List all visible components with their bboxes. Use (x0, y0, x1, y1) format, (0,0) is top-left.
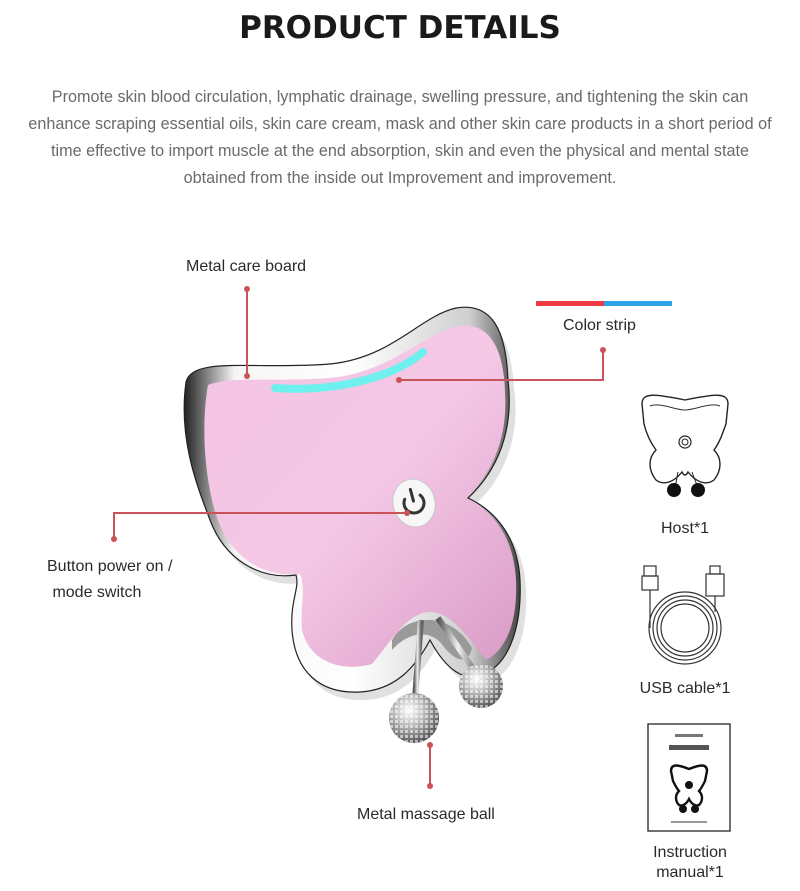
instruction-manual-icon (647, 723, 731, 832)
callout-line (602, 350, 604, 381)
color-strip-blue-swatch (604, 301, 672, 306)
callout-label-mode-switch: mode switch (48, 584, 142, 601)
callout-dot (427, 783, 433, 789)
callout-label-color-strip: Color strip (563, 317, 636, 334)
color-strip-red-swatch (536, 301, 604, 306)
callout-dot (111, 536, 117, 542)
usb-cable-icon (641, 565, 725, 665)
accessory-label-manual-line2: manual*1 (656, 864, 724, 881)
callout-dot (244, 373, 250, 379)
product-description: Promote skin blood circulation, lymphati… (28, 88, 772, 187)
accessory-label-host: Host*1 (660, 520, 710, 537)
callout-line (113, 512, 115, 539)
callout-label-metal-care-board: Metal care board (186, 258, 307, 275)
callout-line (429, 745, 431, 786)
callout-dot (404, 510, 410, 516)
callout-line (113, 512, 408, 514)
callout-line (399, 379, 604, 381)
callout-label-button-power: Button power on / (47, 558, 173, 575)
accessory-label-usb-cable: USB cable*1 (639, 680, 731, 697)
callout-dot (396, 377, 402, 383)
host-outline-icon (641, 394, 729, 497)
page-title: PRODUCT DETAILS (239, 10, 561, 46)
callout-label-massage-ball: Metal massage ball (357, 806, 495, 823)
accessory-label-manual-line1: Instruction (653, 844, 727, 861)
callout-line (246, 289, 248, 376)
